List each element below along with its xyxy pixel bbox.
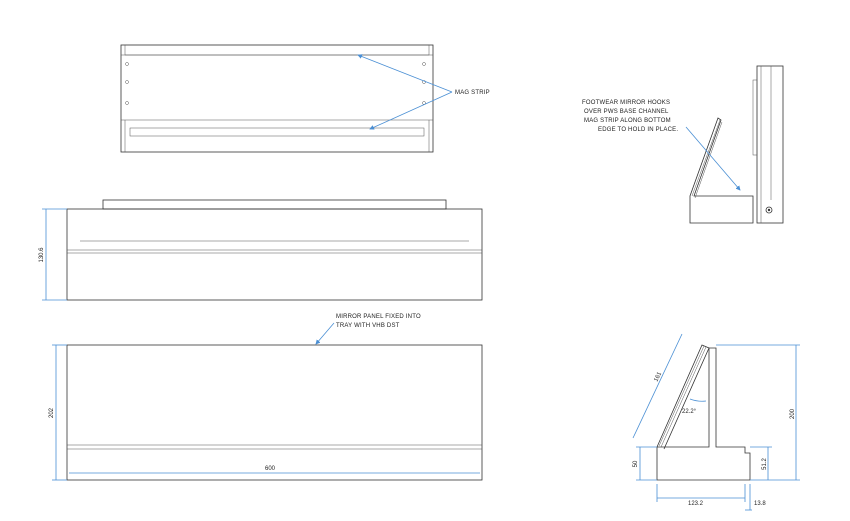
footwear-note-line4: EDGE TO HOLD IN PLACE. [598, 127, 678, 133]
mirror-note-line2: TRAY WITH VHB DST [336, 323, 400, 329]
tray-depth-value: 123.2 [688, 501, 704, 507]
footwear-note-line1: FOOTWEAR MIRROR HOOKS [582, 100, 670, 106]
height-side-value: 130.6 [39, 247, 45, 263]
side-view-top-right [689, 65, 784, 224]
tray-height-value: 50 [633, 460, 639, 467]
height-dimension-middle: 130.6 [39, 208, 67, 301]
lip-height-value: 51.2 [762, 458, 768, 470]
height-front-value: 202 [49, 407, 55, 418]
top-view [120, 44, 434, 153]
mirror-length-value: 161 [653, 371, 663, 383]
height-dimension-bottom: 202 [49, 344, 67, 481]
mirror-note-line1: MIRROR PANEL FIXED INTO [336, 314, 421, 320]
middle-view [66, 199, 483, 301]
width-dimension-bottom: 600 [69, 466, 480, 474]
mirror-panel-callout: MIRROR PANEL FIXED INTO TRAY WITH VHB DS… [315, 314, 421, 345]
lip-depth-value: 13.8 [754, 501, 766, 507]
side-profile-dimensions: 161 22.2° 200 50 51.2 123.2 13.8 [632, 333, 800, 511]
mag-strip-label: MAG STRIP [455, 90, 490, 96]
angle-value: 22.2° [682, 409, 697, 415]
width-front-value: 600 [265, 466, 276, 472]
side-profile-bottom-right [656, 344, 751, 481]
footwear-note: FOOTWEAR MIRROR HOOKS OVER PWS BASE CHAN… [582, 100, 741, 191]
mag-strip-callout: MAG STRIP [357, 54, 490, 130]
total-height-value: 200 [790, 408, 796, 419]
footwear-note-line2: OVER PWS BASE CHANNEL [584, 109, 669, 115]
bottom-view [66, 344, 483, 481]
footwear-note-line3: MAG STRIP ALONG BOTTOM [584, 118, 671, 124]
